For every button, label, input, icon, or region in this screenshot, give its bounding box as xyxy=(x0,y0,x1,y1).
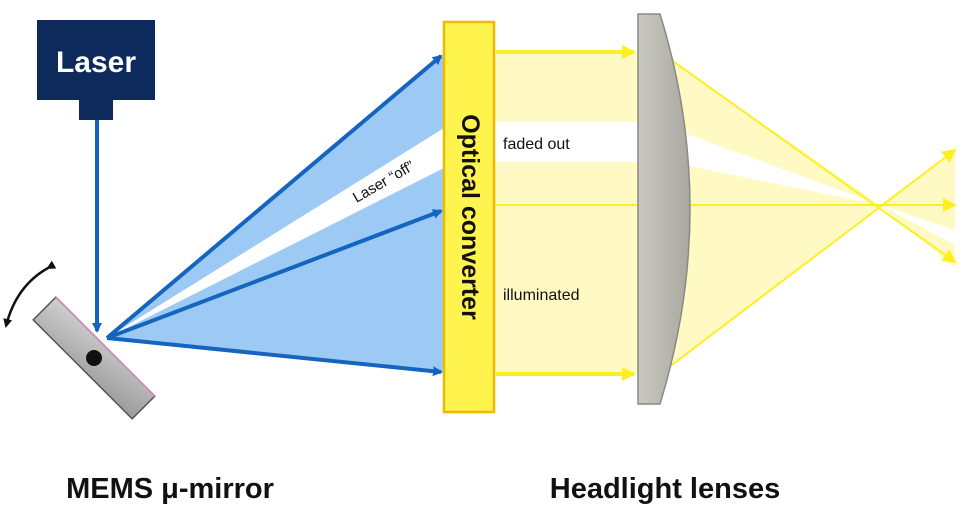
lens-caption: Headlight lenses xyxy=(550,473,780,505)
lens-faded-wedge xyxy=(660,124,880,205)
laser-box xyxy=(37,20,155,100)
beam-middle xyxy=(106,209,443,340)
ray-top xyxy=(659,51,957,264)
faded-out-band xyxy=(494,122,644,162)
laser-label: Laser xyxy=(56,46,136,79)
illuminated-region xyxy=(494,52,644,374)
optical-converter xyxy=(442,20,496,414)
mems-caption: MEMS μ-mirror xyxy=(66,473,274,505)
faded-out-label: faded out xyxy=(503,136,570,153)
rotation-arrow-icon xyxy=(3,260,57,328)
headlight-lens xyxy=(637,13,691,405)
lens-output-cone xyxy=(660,52,880,374)
laser-off-gap xyxy=(107,128,444,338)
laser-neck xyxy=(79,100,113,120)
optical-converter-label: Optical converter xyxy=(456,114,484,320)
mirror-pivot xyxy=(86,350,102,366)
lens-output-cone-2 xyxy=(880,150,955,268)
ray-bottom xyxy=(659,148,957,375)
beam-bottom xyxy=(106,336,443,377)
beam-fan xyxy=(107,55,444,372)
illuminated-label: illuminated xyxy=(503,287,579,304)
beam-top xyxy=(105,54,443,340)
lens-faded-wedge-2 xyxy=(880,205,955,245)
